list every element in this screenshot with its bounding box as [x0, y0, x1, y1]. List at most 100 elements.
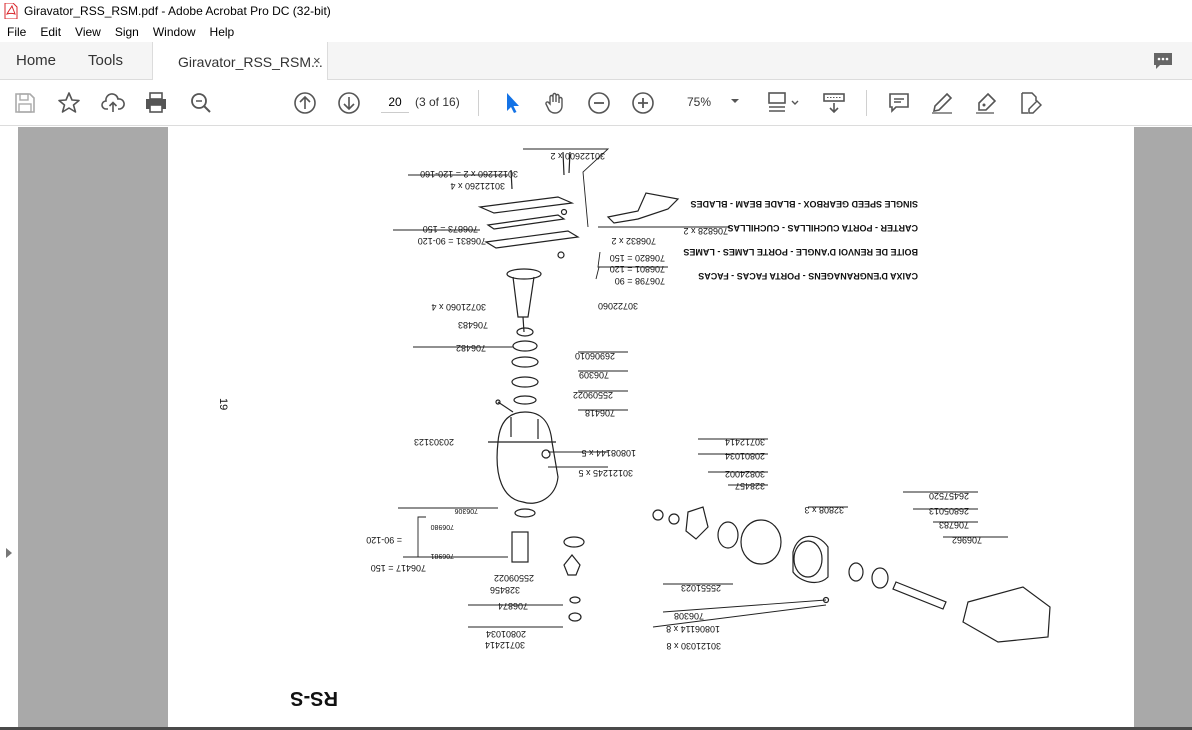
part-label: 706309: [579, 370, 609, 380]
menu-sign[interactable]: Sign: [114, 25, 139, 39]
tab-document[interactable]: Giravator_RSS_RSM... ×: [152, 42, 328, 81]
part-label: 706482: [456, 343, 486, 353]
part-label: 20303123: [414, 437, 454, 447]
part-label: 706798 = 90: [615, 276, 665, 286]
nut: [568, 612, 582, 622]
leader-lines: [698, 438, 1008, 538]
title-es: CARTER - PORTA CUCHILLAS - CUCHILLAS: [728, 223, 919, 233]
input-shaft: [892, 581, 947, 610]
part-label: 25509022: [573, 390, 613, 400]
part-label: 26805013: [929, 506, 969, 516]
scroll-mode-icon[interactable]: [822, 91, 846, 115]
comment-panel-icon[interactable]: [1152, 51, 1174, 71]
menu-help[interactable]: Help: [209, 25, 235, 39]
cursor-arrow-icon[interactable]: [500, 91, 524, 115]
bevel-pinion: [685, 506, 709, 540]
pen-icon[interactable]: [930, 91, 954, 115]
title-en: SINGLE SPEED GEARBOX - BLADE BEAM - BLAD…: [690, 199, 918, 209]
part-label: 25551023: [681, 583, 721, 593]
magnifier-zoom-icon[interactable]: [189, 91, 213, 115]
housing-rib: [510, 417, 539, 439]
part-label: 706873 = 150: [423, 224, 478, 234]
bottom-border: [0, 727, 1192, 730]
bearing: [511, 376, 539, 388]
tab-tools[interactable]: Tools: [88, 52, 124, 69]
part-label: 706832 x 2: [611, 236, 656, 246]
shaft-end: [522, 316, 525, 333]
zoom-out-icon[interactable]: [587, 91, 611, 115]
page-number-input[interactable]: [381, 91, 409, 113]
expand-panel-icon[interactable]: [5, 547, 13, 559]
leader-lines: [393, 174, 827, 628]
nut: [560, 208, 568, 216]
part-label: 30824002: [725, 469, 765, 479]
blade-beam-plate: [477, 196, 575, 214]
page-fit-icon[interactable]: [767, 91, 801, 115]
zoom-level[interactable]: 75%: [687, 95, 712, 109]
part-label: 10808144 x 5: [581, 448, 636, 458]
part-label: 706820 = 150: [610, 253, 665, 263]
arrow-down-circle-icon[interactable]: [337, 91, 361, 115]
part-label: 706962: [952, 535, 982, 545]
washer: [516, 327, 534, 337]
menu-view[interactable]: View: [75, 25, 101, 39]
blade-beam-plate: [484, 230, 580, 249]
blade: [606, 192, 680, 224]
gasket: [740, 519, 782, 565]
oil-seal: [848, 562, 864, 582]
part-label: 30722060: [598, 301, 638, 311]
shaft-guard: [962, 586, 1051, 643]
toolbar: [0, 80, 1192, 126]
part-label: 20801034: [486, 629, 526, 639]
part-label: 26457520: [929, 491, 969, 501]
part-label: 706418: [585, 408, 615, 418]
title-bar: Giravator_RSS_RSM.pdf - Adobe Acrobat Pr…: [0, 0, 1192, 22]
acrobat-pdf-icon: [4, 3, 18, 19]
arrow-up-circle-icon[interactable]: [293, 91, 317, 115]
part-label: 32808 x 3: [804, 505, 844, 515]
star-icon[interactable]: [57, 91, 81, 115]
save-icon[interactable]: [13, 91, 37, 115]
shaft: [512, 276, 535, 318]
sign-icon[interactable]: [974, 91, 998, 115]
part-label: 30121260 x 2 = 120-160: [420, 169, 518, 179]
page-number: 19: [217, 398, 229, 410]
part-label: 20801034: [725, 451, 765, 461]
pdf-page: SINGLE SPEED GEARBOX - BLADE BEAM - BLAD…: [168, 127, 1134, 730]
seal: [511, 356, 539, 368]
part-label: 328457: [735, 481, 765, 491]
part-label: 30712414: [725, 437, 765, 447]
hand-icon[interactable]: [543, 91, 567, 115]
part-label: 706483: [458, 320, 488, 330]
menu-bar: File Edit View Sign Window Help: [0, 22, 1192, 42]
part-label: 30721060 x 4: [431, 302, 486, 312]
zoom-in-icon[interactable]: [631, 91, 655, 115]
menu-window[interactable]: Window: [152, 25, 196, 39]
part-label: 30121030 x 8: [666, 641, 721, 651]
toolbar-separator: [478, 90, 479, 116]
part-label: 25509022: [494, 573, 534, 583]
left-panel-strip: [0, 127, 18, 730]
window-title: Giravator_RSS_RSM.pdf - Adobe Acrobat Pr…: [24, 4, 331, 18]
edit-pdf-icon[interactable]: [1018, 91, 1042, 115]
close-tab-button[interactable]: ×: [313, 53, 321, 68]
print-icon[interactable]: [144, 91, 168, 115]
circlip: [513, 395, 537, 405]
comment-icon[interactable]: [887, 91, 911, 115]
part-label: 30121260 x 4: [450, 181, 505, 191]
bearing: [512, 340, 538, 352]
leader: [497, 401, 514, 413]
menu-file[interactable]: File: [7, 25, 27, 39]
chevron-down-icon[interactable]: [730, 98, 740, 104]
washer: [569, 596, 581, 604]
housing-flange: [793, 540, 823, 578]
cloud-upload-icon[interactable]: [101, 91, 125, 115]
part-label: 30712414: [485, 640, 525, 650]
part-label: 706828 x 2: [683, 226, 728, 236]
part-label: 706831 = 90-120: [418, 236, 486, 246]
tab-home[interactable]: Home: [16, 52, 57, 69]
bolt: [562, 151, 571, 176]
part-label: 706308: [674, 611, 704, 621]
bevel-gear: [563, 554, 581, 576]
menu-edit[interactable]: Edit: [40, 25, 62, 39]
